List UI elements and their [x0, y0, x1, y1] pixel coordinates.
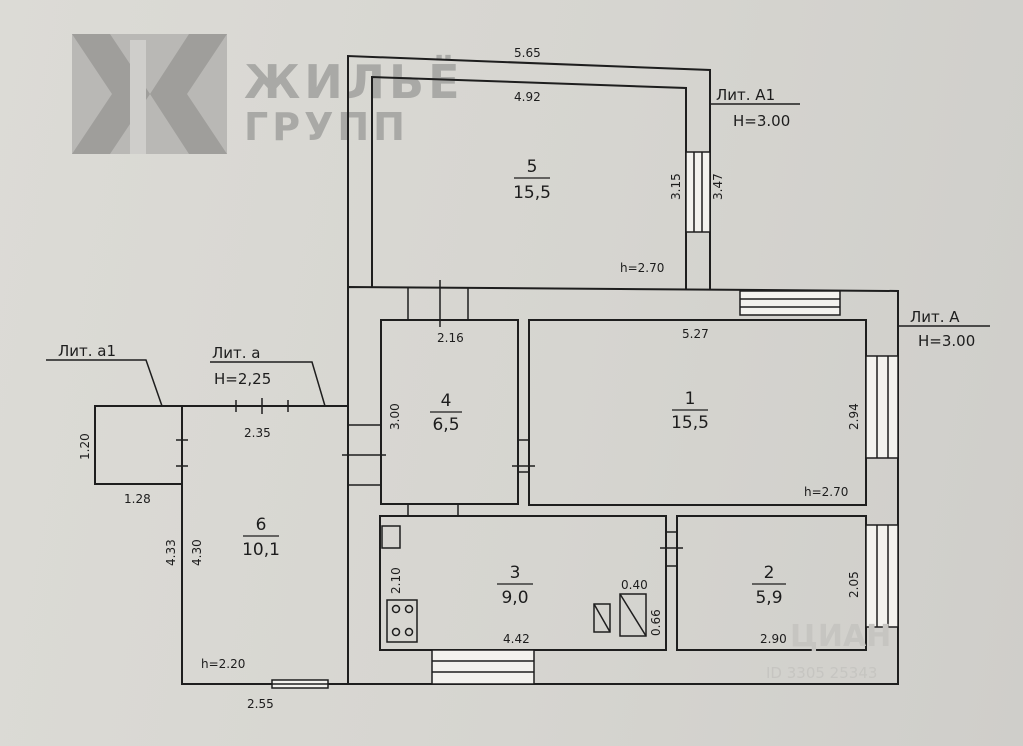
lit-a-lower-height: H=2,25	[214, 370, 271, 388]
logo-line2: ГРУПП	[244, 105, 409, 149]
cian-watermark: ЦИАН ID 3305 25343	[766, 619, 891, 682]
sink-icon	[381, 525, 401, 549]
dim-h-2-70-top: h=2.70	[620, 261, 664, 275]
dim-5-27: 5.27	[682, 327, 709, 341]
dim-4-33: 4.33	[164, 539, 178, 566]
room-6-area: 10,1	[242, 540, 280, 560]
doors	[176, 280, 683, 567]
windows	[271, 151, 899, 689]
dim-4-30: 4.30	[190, 539, 204, 566]
dim-1-28: 1.28	[124, 492, 151, 506]
fixtures	[381, 525, 647, 643]
dim-0-40: 0.40	[621, 578, 648, 592]
dim-h-2-20: h=2.20	[201, 657, 245, 671]
window-room-3	[431, 649, 535, 685]
room-6-number: 6	[256, 515, 267, 535]
leaders	[46, 103, 990, 407]
dim-5-65: 5.65	[514, 46, 541, 60]
room-3-area: 9,0	[501, 588, 528, 608]
watermark-brand: ЦИАН	[790, 619, 891, 654]
lit-a-main-height: H=3.00	[918, 332, 975, 350]
company-logo: ЖИЛЬЁ ГРУПП	[72, 34, 464, 154]
lit-a-main-title: Лит. А	[910, 308, 960, 326]
dim-3-47: 3.47	[711, 173, 725, 200]
lit-a1-upper-title: Лит. А1	[716, 86, 775, 104]
dimension-labels: 5.65 4.92 3.15 3.47 h=2.70 2.16 5.27 2.9…	[78, 46, 861, 711]
room-5-area: 15,5	[513, 183, 551, 203]
logo-line1: ЖИЛЬЁ	[244, 55, 464, 109]
watermark-id: ID 3305 25343	[766, 664, 877, 682]
room-4-number: 4	[441, 391, 452, 411]
room-4-area: 6,5	[432, 415, 459, 435]
window-room-5	[685, 151, 711, 233]
room-1-label: 1 15,5	[671, 389, 709, 433]
room-1-area: 15,5	[671, 413, 709, 433]
dim-3-00: 3.00	[388, 403, 402, 430]
boiler-icon	[593, 603, 611, 633]
dim-2-90: 2.90	[760, 632, 787, 646]
room-3-number: 3	[510, 563, 521, 583]
heater-icon	[619, 593, 647, 637]
dim-1-20: 1.20	[78, 433, 92, 460]
room-1-number: 1	[685, 389, 696, 409]
dim-2-94: 2.94	[847, 403, 861, 430]
lit-a-lower-title: Лит. а	[212, 344, 261, 362]
dim-h-2-70-mid: h=2.70	[804, 485, 848, 499]
window-room-2	[865, 524, 899, 628]
main-outer-wall	[347, 286, 899, 685]
lit-a1-lower-title: Лит. а1	[58, 342, 116, 360]
dim-2-35: 2.35	[244, 426, 271, 440]
room-2-label: 2 5,9	[752, 563, 786, 608]
porch-wall	[94, 405, 182, 485]
room-6-label: 6 10,1	[242, 515, 280, 560]
dim-4-92: 4.92	[514, 90, 541, 104]
room-3-label: 3 9,0	[497, 563, 533, 608]
dim-2-05: 2.05	[847, 571, 861, 598]
extension-wall	[181, 405, 348, 685]
room-5-label: 5 15,5	[513, 157, 551, 203]
dim-3-15: 3.15	[669, 173, 683, 200]
room-2-area: 5,9	[755, 588, 782, 608]
stove-icon	[386, 599, 418, 643]
room-4-label: 4 6,5	[430, 391, 462, 435]
dim-2-55: 2.55	[247, 697, 274, 711]
room-5-number: 5	[527, 157, 538, 177]
room-2-number: 2	[764, 563, 775, 583]
dim-4-42: 4.42	[503, 632, 530, 646]
lit-a1-upper-height: H=3.00	[733, 112, 790, 130]
window-room-1	[865, 355, 899, 459]
dim-0-66: 0.66	[649, 609, 663, 636]
dim-2-16: 2.16	[437, 331, 464, 345]
window-room-1-top	[739, 290, 841, 316]
dim-2-10: 2.10	[389, 567, 403, 594]
room-4-wall	[380, 319, 519, 505]
